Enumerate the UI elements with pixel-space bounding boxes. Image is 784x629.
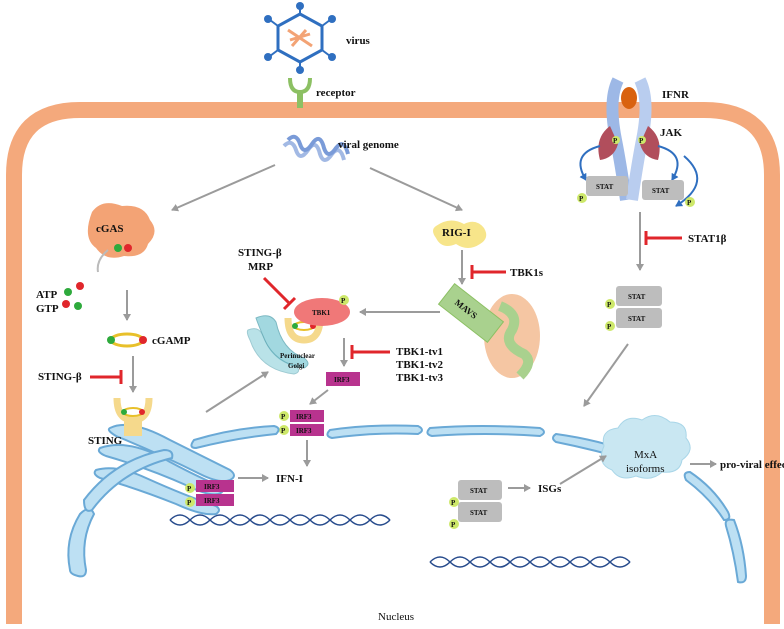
sting-protein [113,397,153,436]
nuclear-envelope [67,424,748,584]
arrow-jak-phospho-right [657,145,679,181]
inhibition-tbk1s [470,265,506,279]
tbk1-tv1-label: TBK1-tv1 [396,346,443,358]
perinuclear-label-2: Golgi [288,362,304,370]
stat-left: STAT P [577,176,628,203]
receptor-icon [288,77,312,108]
inhibition-sting-beta [90,370,123,384]
arrow-isgs-to-mxa [559,455,607,485]
arrow-genome-to-cgas [171,164,276,212]
phospho-stat-dimer-2: P [607,323,612,331]
stat-right: STAT P [642,180,695,207]
phospho-jak-2: P [639,137,644,145]
phospho-irf3-nuc-2: P [187,499,192,507]
jak-kinase: P P [598,126,660,160]
cgamp-molecule [107,332,147,348]
virus-icon [264,2,336,74]
irf3-protein: IRF3 [326,372,360,386]
perinuclear-label-1: Perinuclear [280,352,315,360]
arrow-jak-phospho-left [579,145,601,181]
dna-left [169,514,391,526]
atp-gtp-dots [62,282,84,310]
sting-beta-mrp-label-1: STING-β [238,247,282,259]
tbk1s-label: TBK1s [510,267,544,279]
sting-beta-label: STING-β [38,371,82,383]
mxa-isoforms-cloud [600,415,691,479]
inhibition-stat1b [644,231,682,245]
isgs-label: ISGs [538,483,562,495]
atp-label: ATP [36,289,57,301]
jak-label: JAK [660,127,682,139]
arrow-sting-to-golgi [205,371,269,413]
arrow-irf3-to-dimer [309,389,329,405]
stat-right-label: STAT [652,187,670,195]
phospho-jak-1: P [613,137,618,145]
stat-nuc-label-2: STAT [470,509,488,517]
irf3-dimer-nucleus: IRF3 IRF3 P P [185,480,234,507]
mxa-label-2: isoforms [626,463,665,475]
cgas-label: cGAS [96,223,124,235]
irf3-dimer: IRF3 IRF3 P P [279,410,324,436]
phospho-irf3-2: P [281,427,286,435]
mxa-label-1: MxA [634,449,657,461]
phospho-irf3-nuc-1: P [187,485,192,493]
arrow-stat-to-nucleus [583,343,629,407]
stat-left-label: STAT [596,183,614,191]
gtp-label: GTP [36,303,59,315]
virus-label: virus [346,35,371,47]
phospho-stat-dimer-1: P [607,301,612,309]
stat-dimer-label-1: STAT [628,293,646,301]
stat-nuc-label-1: STAT [470,487,488,495]
ifnr-label: IFNR [662,89,690,101]
arrow-jak-phospho-outer [675,155,699,207]
dna-right [429,556,631,568]
ifn-i-label: IFN-I [276,473,303,485]
receptor-label: receptor [316,87,356,99]
cgamp-label: cGAMP [152,335,191,347]
viral-genome-icon [282,134,350,162]
irf3-dimer-label-2: IRF3 [296,427,312,435]
sting-label: STING [88,435,123,447]
irf3-dimer-label-1: IRF3 [296,413,312,421]
pro-viral-effect-label: pro-viral effect [720,459,784,471]
phospho-stat-nuc-1: P [451,499,456,507]
stat-dimer-label-2: STAT [628,315,646,323]
nucleus-label: Nucleus [378,611,414,623]
phospho-tbk1: P [341,297,346,305]
cell-membrane [5,102,780,624]
stat1b-label: STAT1β [688,233,727,245]
tbk1-tv3-label: TBK1-tv3 [396,372,444,384]
rig-i-label: RIG-I [442,227,471,239]
phospho-stat-nuc-2: P [451,521,456,529]
inhibition-sting-beta-mrp [262,276,297,311]
cgas-protein [87,203,155,273]
tbk1-protein: P [294,295,350,326]
irf3-nuc-label-1: IRF3 [204,483,220,491]
sting-beta-mrp-label-2: MRP [248,261,273,273]
phospho-stat-left: P [579,195,584,203]
phospho-irf3-1: P [281,413,286,421]
tbk1-tv2-label: TBK1-tv2 [396,359,444,371]
perinuclear-golgi [246,315,309,375]
stat-dimer-nucleus: STAT STAT P P [449,480,502,529]
arrow-genome-to-rig-i [369,167,463,212]
mitochondrion [484,294,540,380]
irf3-label: IRF3 [334,376,350,384]
rig-i-protein [433,220,487,248]
irf3-nuc-label-2: IRF3 [204,497,220,505]
inhibition-tbk1-tv [350,345,390,359]
mavs-protein [437,282,505,344]
tbk1-label: TBK1 [312,309,331,317]
viral-genome-label: viral genome [338,139,399,151]
stat-dimer-cytoplasm: STAT STAT P P [605,286,662,331]
phospho-stat-right: P [687,199,692,207]
